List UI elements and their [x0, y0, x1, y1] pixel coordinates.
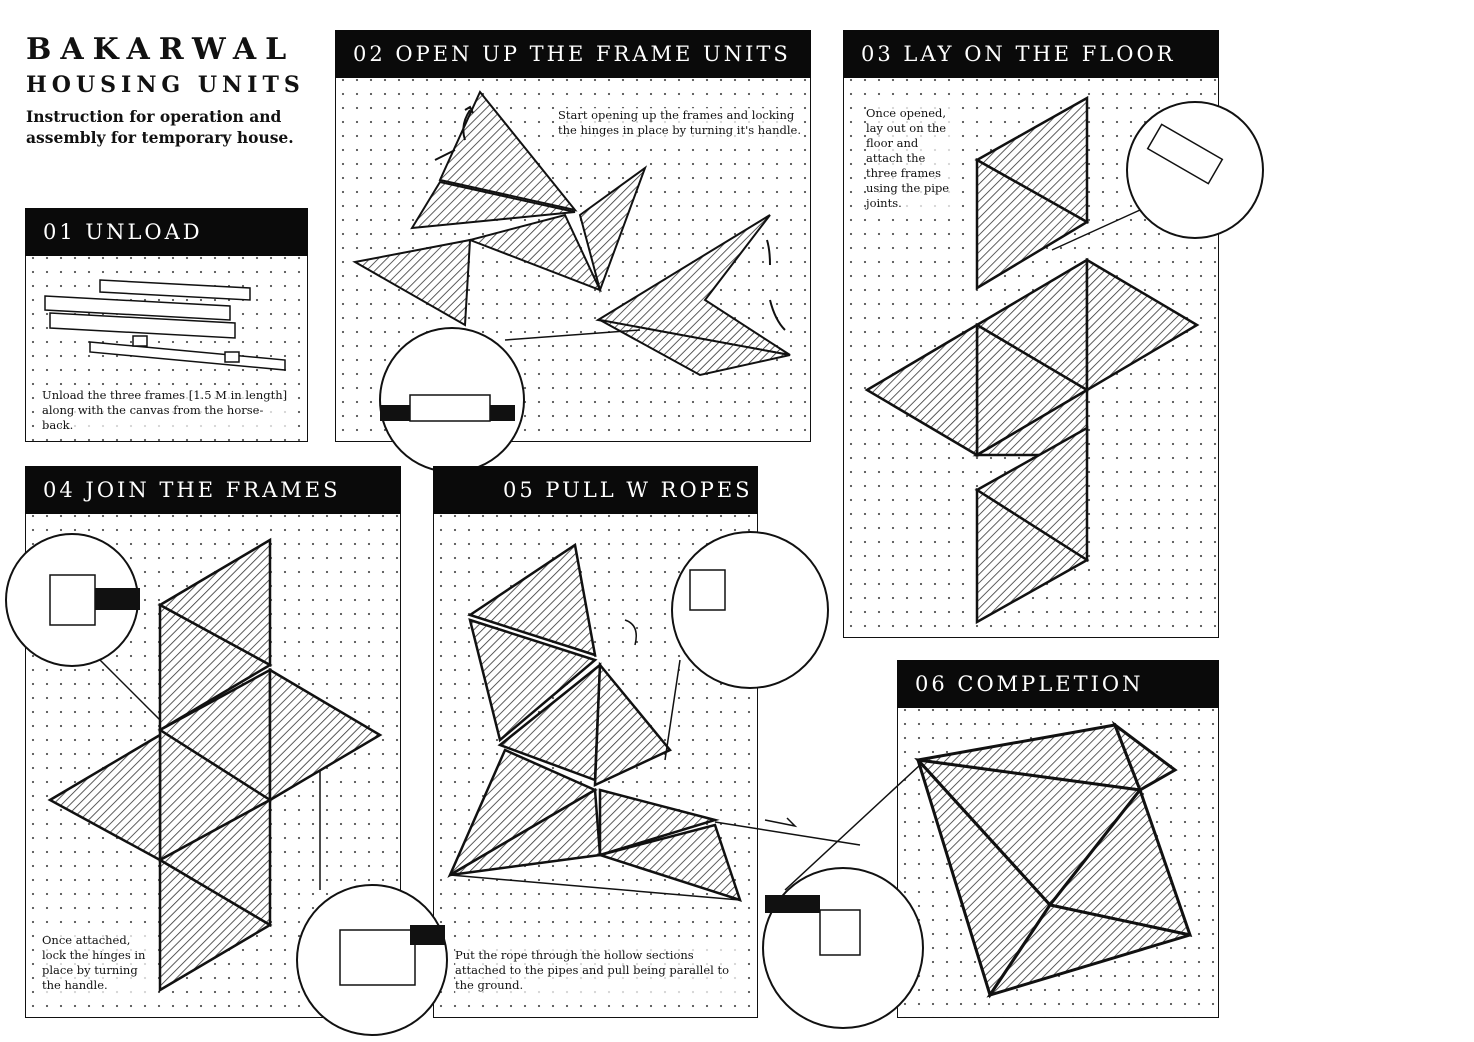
completed-house-drawing — [914, 720, 1193, 999]
step-05-text: Put the rope through the hollow sections… — [455, 948, 740, 993]
rope-lines — [449, 619, 861, 901]
step-01-header: 01 UNLOAD — [25, 208, 308, 256]
joined-frames-drawing — [47, 537, 383, 993]
title-subtitle: Instruction for operation and assembly f… — [26, 107, 294, 147]
step-06-header: 06 COMPLETION — [897, 660, 1219, 708]
floor-layout-drawing — [864, 95, 1200, 625]
step-04-header: 04 JOIN THE FRAMES — [25, 466, 401, 514]
title-line1: BAKARWAL — [26, 32, 296, 67]
step-03-text: Once opened, lay out on the floor and at… — [866, 106, 956, 211]
folded-frames-drawing — [44, 279, 286, 371]
step-02-text: Start opening up the frames and locking … — [558, 108, 803, 138]
step-03-header: 03 LAY ON THE FLOOR — [843, 30, 1219, 78]
title-line2: HOUSING UNITS — [26, 72, 305, 98]
step-04-text: Once attached, lock the hinges in place … — [42, 933, 152, 993]
step-02-header: 02 OPEN UP THE FRAME UNITS — [335, 30, 811, 78]
opening-frames-drawing — [352, 90, 791, 377]
rope-pull-drawing — [447, 542, 742, 902]
detail-leader-lines — [99, 209, 1141, 891]
hinge-details — [49, 123, 1224, 986]
hinge-bars — [95, 405, 820, 945]
step-05-header: 05 PULL W ROPES — [433, 466, 758, 514]
step-01-text: Unload the three frames [1.5 M in length… — [42, 388, 292, 433]
opening-arrows — [434, 105, 786, 331]
